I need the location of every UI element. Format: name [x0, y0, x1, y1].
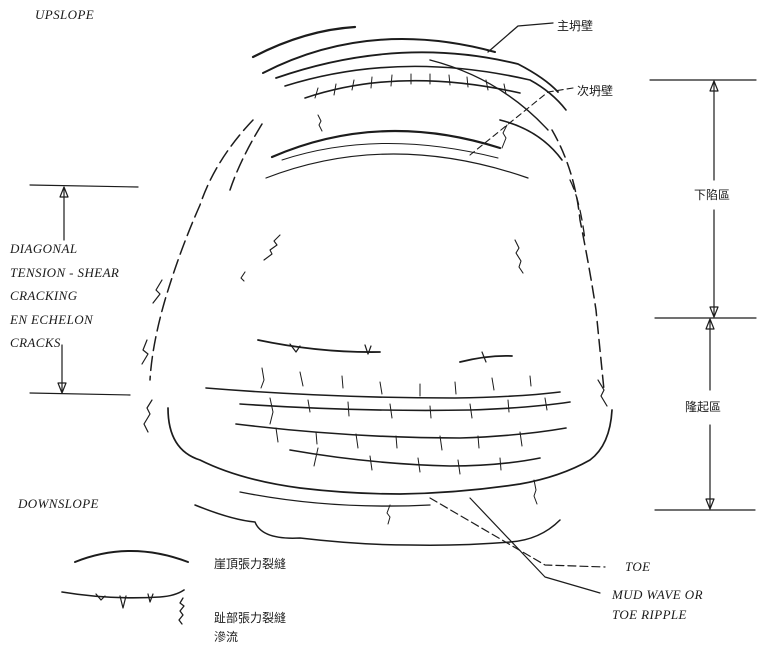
main-scarp-label: 主坍壁: [557, 17, 593, 34]
mud-wave-label: MUD WAVE OR TOE RIPPLE: [612, 585, 703, 625]
legend-toe-crack-label: 趾部張力裂縫: [214, 609, 286, 626]
legend-crown-crack-label: 崖頂張力裂縫: [214, 555, 286, 572]
legend-seepage-symbol: [179, 598, 184, 624]
diagonal-line-2: TENSION - SHEAR: [10, 261, 119, 285]
diagonal-line-1: DIAGONAL: [10, 237, 119, 261]
legend-seepage-label: 滲流: [214, 628, 238, 645]
transverse-cracks: [206, 340, 570, 474]
minor-scarp-arcs: [266, 131, 528, 178]
downslope-label: DOWNSLOPE: [18, 496, 99, 512]
legend-toe-crack-symbol: [62, 590, 184, 608]
main-scarp-arcs: [253, 27, 566, 160]
accumulation-zone-label: 隆起區: [685, 398, 721, 415]
diagonal-cracking-label: DIAGONAL TENSION - SHEAR CRACKING EN ECH…: [10, 237, 119, 355]
toe-lobes: [168, 408, 612, 545]
toe-label: TOE: [625, 559, 651, 575]
scarp-leaders: [470, 23, 573, 155]
diagonal-line-3: CRACKING: [10, 284, 119, 308]
mud-wave-line-1: MUD WAVE OR: [612, 585, 703, 605]
slide-flanks: [142, 120, 607, 432]
upslope-label: UPSLOPE: [35, 7, 94, 23]
minor-scarp-label: 次坍壁: [577, 82, 613, 99]
diagonal-line-4: EN ECHELON: [10, 308, 119, 332]
mud-wave-line-2: TOE RIPPLE: [612, 605, 703, 625]
right-dimension: [650, 80, 756, 510]
diagonal-line-5: CRACKS: [10, 331, 119, 355]
depletion-zone-label: 下陷區: [694, 186, 730, 203]
legend-crown-crack-symbol: [75, 551, 188, 562]
body-squiggles: [241, 235, 523, 281]
